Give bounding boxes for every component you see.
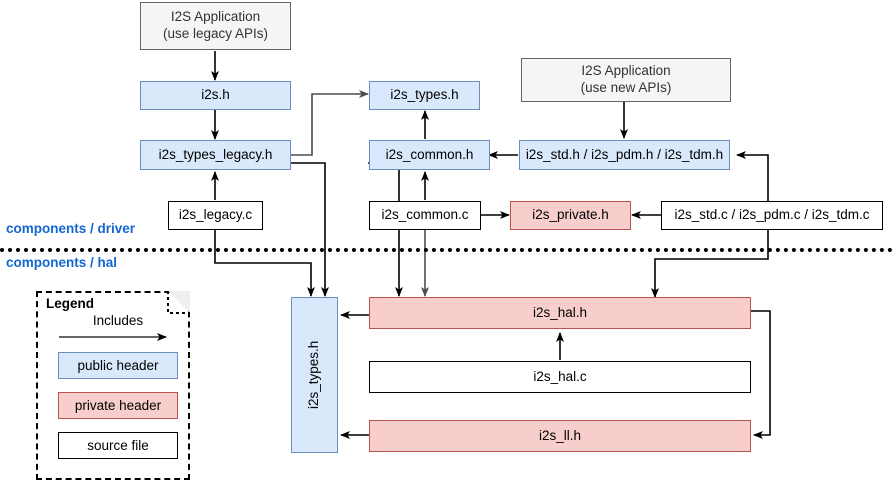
node-i2s-ll-h: i2s_ll.h	[369, 420, 751, 452]
node-i2s-common-h: i2s_common.h	[369, 140, 490, 170]
node-i2s-h: i2s.h	[140, 81, 291, 110]
legend-includes-label: Includes	[92, 313, 144, 328]
node-app-legacy: I2S Application (use legacy APIs)	[140, 2, 291, 50]
node-i2s-private-h: i2s_private.h	[510, 201, 631, 230]
node-i2s-legacy-c: i2s_legacy.c	[168, 201, 263, 230]
node-i2s-types-h-vertical: i2s_types.h	[291, 297, 338, 453]
divider-label-driver: components / driver	[6, 221, 136, 236]
node-i2s-types-h-top: i2s_types.h	[369, 81, 480, 110]
legend-includes-arrow	[59, 333, 167, 341]
node-i2s-std-pdm-tdm-h: i2s_std.h / i2s_pdm.h / i2s_tdm.h	[519, 140, 730, 170]
node-i2s-hal-h: i2s_hal.h	[369, 297, 751, 329]
legend-swatch-public-header: public header	[58, 352, 178, 379]
divider-label-hal: components / hal	[6, 255, 118, 270]
legend-swatch-source-file: source file	[58, 432, 178, 459]
node-i2s-types-legacy-h: i2s_types_legacy.h	[140, 140, 291, 170]
layer-divider	[0, 248, 893, 252]
node-i2s-std-pdm-tdm-c: i2s_std.c / i2s_pdm.c / i2s_tdm.c	[661, 201, 883, 230]
node-app-new: I2S Application (use new APIs)	[521, 58, 731, 102]
legend-title: Legend	[46, 296, 95, 311]
legend-fold-outline	[167, 291, 190, 314]
legend-swatch-private-header: private header	[58, 392, 178, 419]
node-i2s-hal-c: i2s_hal.c	[369, 361, 751, 393]
legend-fold-corner	[168, 291, 190, 313]
node-i2s-common-c: i2s_common.c	[369, 201, 481, 230]
